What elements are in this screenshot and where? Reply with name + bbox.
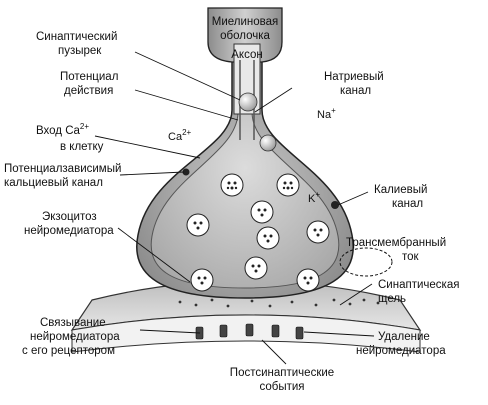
neurotransmitter-dots <box>193 181 323 285</box>
sodium-channel-label: канал <box>340 85 371 97</box>
potassium-channel-label: канал <box>392 198 423 210</box>
action-potential-label: действия <box>64 85 113 97</box>
receptor <box>271 324 280 338</box>
receptor <box>245 323 254 337</box>
action-potential-label: Потенциал <box>60 71 118 83</box>
vgcc-label: кальциевый канал <box>4 177 103 189</box>
potassium-channel-label: Калиевый <box>374 184 427 196</box>
vesicle <box>250 200 274 224</box>
calcium-channel <box>182 168 190 176</box>
calcium-entry-label: в клетку <box>60 141 104 153</box>
cleft-label: щель <box>378 293 406 305</box>
receptors <box>195 323 304 340</box>
transmembrane-current-loop <box>339 247 393 277</box>
vesicle-ball <box>238 92 258 112</box>
receptor <box>295 326 304 340</box>
cleft-label: Синаптическая <box>378 279 459 291</box>
myelin-sheath <box>207 7 283 63</box>
calcium-ion: Ca2+ <box>168 128 192 143</box>
removal-label: нейромедиатора <box>356 345 446 357</box>
vesicles <box>186 173 330 292</box>
potassium-ion: K+ <box>308 190 320 205</box>
vesicle <box>186 213 210 237</box>
myelin-label: Миелиновая <box>212 16 279 28</box>
axon-label: Аксон <box>231 49 262 61</box>
vesicle-label: пузырек <box>58 45 102 57</box>
removal-label: Удаление <box>378 331 430 343</box>
vesicle <box>190 268 214 292</box>
vesicle <box>296 268 320 292</box>
vesicle <box>244 256 268 280</box>
sodium-ion: Na+ <box>317 106 336 121</box>
leader-lines <box>94 51 375 365</box>
calcium-entry-label: Вход Ca2+ <box>36 122 89 137</box>
sodium-channel-label: Натриевый <box>324 71 384 83</box>
exocytosis-label: Экзоцитоз <box>42 211 97 223</box>
vgcc-label: Потенциалзависимый <box>4 163 121 175</box>
binding-label: с его рецептором <box>22 345 115 357</box>
vesicle <box>220 173 244 197</box>
potassium-channel <box>331 201 339 209</box>
transmembrane-label: Трансмембранный <box>346 237 446 249</box>
receptor <box>219 324 228 338</box>
cleft-transmitter <box>178 298 380 308</box>
vesicle <box>256 226 280 250</box>
postsynaptic-events-label: Постсинаптические <box>230 367 334 379</box>
postsynaptic-events-label: события <box>259 381 304 393</box>
vesicle <box>276 173 300 197</box>
binding-label: нейромедиатора <box>30 331 120 343</box>
vesicle-label: Синаптический <box>36 31 117 43</box>
binding-label: Связывание <box>40 317 106 329</box>
transmembrane-label: ток <box>402 251 420 263</box>
vesicle <box>306 220 330 244</box>
myelin-label: оболочка <box>220 30 270 42</box>
exocytosis-label: нейромедиатора <box>24 225 114 237</box>
vesicle-ball <box>259 134 277 152</box>
